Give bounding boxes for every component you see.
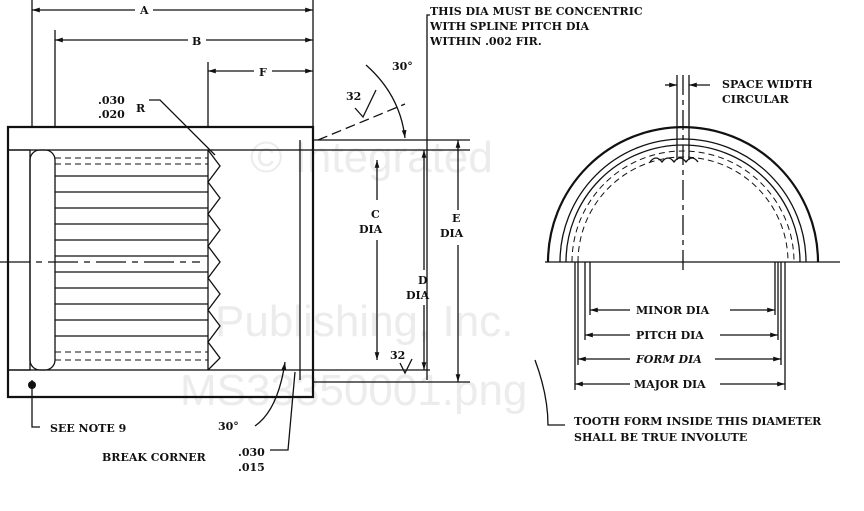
tooth-note-2: SHALL BE TRUE INVOLUTE <box>574 431 747 444</box>
break-lower-value: .015 <box>238 461 265 474</box>
tooth-note-leader <box>534 359 565 426</box>
note9-leader <box>31 380 40 428</box>
end-view: SPACE WIDTH CIRCULAR MINOR DIA PITCH DIA… <box>534 75 840 444</box>
break-leader <box>270 371 296 451</box>
side-section-view: A B F .030 .020 R 30° 32 C DIA D DIA E D… <box>0 0 643 474</box>
watermark-line-3: MS33350001.png <box>180 366 527 415</box>
c-label: C <box>371 208 380 221</box>
radius-upper-value: .030 <box>98 94 125 107</box>
dim-a-label: A <box>139 4 149 17</box>
d-dia-label: DIA <box>406 289 430 302</box>
spline-teeth <box>55 149 221 371</box>
e-dia-label: DIA <box>440 227 464 240</box>
see-note-9: SEE NOTE 9 <box>50 422 126 435</box>
dim-b-label: B <box>192 35 201 48</box>
concentric-note-3: WITHIN .002 FIR. <box>429 35 542 48</box>
watermark-line-2: Publishing, Inc. <box>215 297 513 346</box>
form-dia-label: FORM DIA <box>635 353 702 366</box>
dim-f-label: F <box>259 66 267 79</box>
watermark-line-1: © Integrated <box>250 133 493 182</box>
space-width-label: SPACE WIDTH <box>722 78 813 91</box>
break-corner-label: BREAK CORNER <box>102 451 207 464</box>
minor-dia-label: MINOR DIA <box>636 304 710 317</box>
c-dia-label: DIA <box>359 223 383 236</box>
relief-groove <box>29 149 56 371</box>
space-width-circular-label: CIRCULAR <box>722 93 790 106</box>
body-outline <box>6 125 315 399</box>
end-wall-hatch <box>7 149 31 371</box>
watermark: © Integrated Publishing, Inc. MS33350001… <box>180 133 527 415</box>
break-upper-value: .030 <box>238 446 265 459</box>
radius-suffix: R <box>136 102 146 115</box>
finish-bottom-label: 32 <box>390 349 405 362</box>
radius-lower-value: .020 <box>98 108 125 121</box>
angle-bottom-label: 30° <box>218 420 239 433</box>
tooth-note-1: TOOTH FORM INSIDE THIS DIAMETER <box>574 415 822 428</box>
concentric-note-1: THIS DIA MUST BE CONCENTRIC <box>430 5 643 18</box>
concentric-leader <box>426 14 430 380</box>
concentric-note-2: WITH SPLINE PITCH DIA <box>429 20 590 33</box>
d-label: D <box>418 274 428 287</box>
radius-leader <box>149 99 216 156</box>
pitch-dia-label: PITCH DIA <box>636 329 704 342</box>
major-dia-label: MAJOR DIA <box>634 378 706 391</box>
tooth-profile <box>649 157 699 164</box>
finish-top-label: 32 <box>346 90 361 103</box>
e-label: E <box>452 212 460 225</box>
angle-top-label: 30° <box>392 60 413 73</box>
